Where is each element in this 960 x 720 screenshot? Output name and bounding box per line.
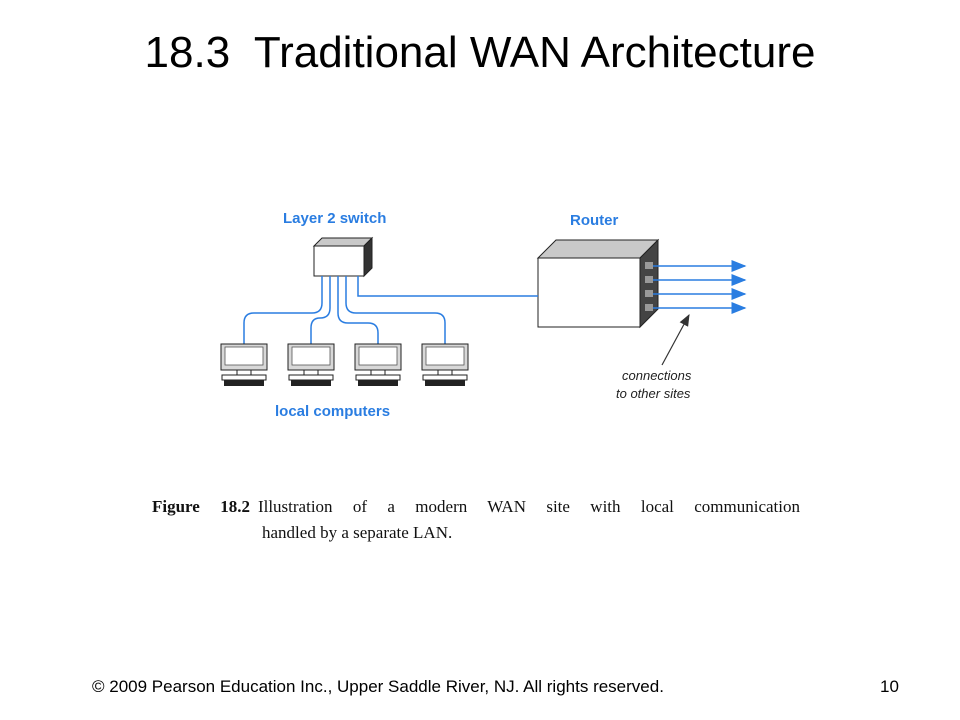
computer-icon	[220, 343, 268, 386]
switch-label: Layer 2 switch	[283, 210, 386, 227]
computer-icon	[287, 343, 335, 386]
router-label: Router	[570, 212, 618, 229]
switch-router-link	[357, 276, 538, 297]
connections-label-line2: to other sites	[616, 386, 691, 401]
router-icon	[536, 238, 660, 329]
caption-text-1: Illustration of a modern WAN site with l…	[257, 497, 800, 516]
router-arrows	[653, 260, 747, 314]
connections-pointer	[661, 313, 690, 366]
figure-caption: Figure 18.2 Illustration of a modern WAN …	[152, 494, 812, 546]
connections-label-line1: connections	[622, 368, 692, 383]
page-number: 10	[880, 677, 899, 696]
caption-text-2: handled by a separate LAN.	[262, 523, 453, 542]
slide-title: 18.3 Traditional WAN Architecture	[144, 28, 816, 77]
computer-icon	[421, 343, 469, 386]
figure-label: Figure 18.2	[152, 497, 250, 516]
computers-label: local computers	[275, 403, 390, 420]
lan-links	[243, 276, 446, 344]
caption-line-1: Figure 18.2 Illustration of a modern WAN …	[152, 494, 800, 520]
copyright-footer: © 2009 Pearson Education Inc., Upper Sad…	[92, 677, 664, 696]
computer-icon	[354, 343, 402, 386]
switch-icon	[312, 236, 374, 278]
